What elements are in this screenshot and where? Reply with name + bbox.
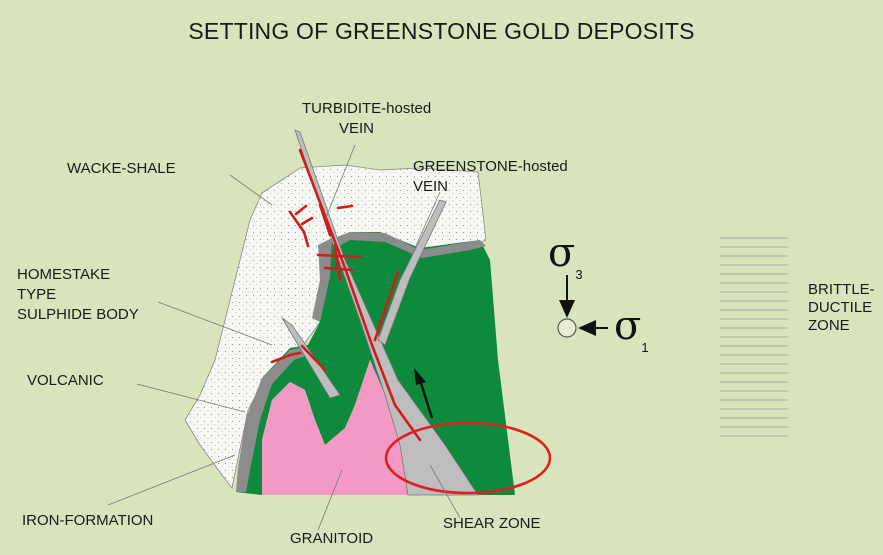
label-homestake-3: SULPHIDE BODY: [17, 306, 139, 324]
sigma3-subscript: 3: [575, 267, 582, 282]
label-brittle-ductile-2: DUCTILE: [808, 299, 872, 317]
label-homestake-2: TYPE: [17, 286, 56, 304]
sigma3-symbol: σ3: [548, 232, 583, 292]
label-turbidite-vein-1: TURBIDITE-hosted: [302, 100, 431, 118]
label-turbidite-vein-2: VEIN: [339, 120, 374, 138]
label-volcanic: VOLCANIC: [27, 372, 104, 390]
label-homestake-1: HOMESTAKE: [17, 266, 110, 284]
sigma1-letter: σ: [614, 303, 641, 349]
label-wacke-shale: WACKE-SHALE: [67, 160, 176, 178]
sigma1-symbol: σ1: [614, 305, 649, 365]
label-brittle-ductile-3: ZONE: [808, 317, 850, 335]
sigma3-letter: σ: [548, 230, 575, 276]
label-granitoid: GRANITOID: [290, 530, 373, 548]
sigma1-subscript: 1: [641, 340, 648, 355]
label-shear-zone: SHEAR ZONE: [443, 515, 541, 533]
brittle-ductile-hatching: [720, 238, 788, 436]
label-iron-formation: IRON-FORMATION: [22, 512, 153, 530]
label-brittle-ductile-1: BRITTLE-: [808, 281, 875, 299]
label-greenstone-vein-2: VEIN: [413, 178, 448, 196]
label-greenstone-vein-1: GREENSTONE-hosted: [413, 158, 568, 176]
